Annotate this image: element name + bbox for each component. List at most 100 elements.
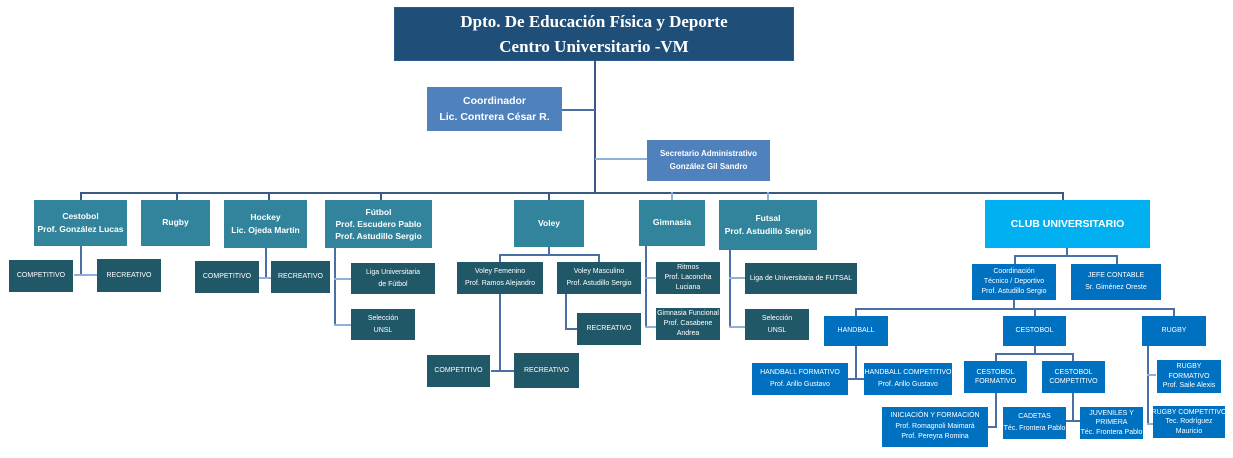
- juveniles-line1: JUVENILES Y: [1089, 409, 1134, 417]
- cestobol-formativo-node: CESTOBOL FORMATIVO: [964, 361, 1027, 393]
- connector-club-coord-drop: [1014, 255, 1016, 264]
- connector-drop-club: [1062, 192, 1064, 200]
- connector-mas-h: [565, 328, 578, 330]
- club-coordinacion-line2: Técnico / Deportivo: [983, 277, 1045, 285]
- connector-cestobol-club-drop: [1034, 308, 1036, 316]
- root-department-node: Dpto. De Educación Física y Deporte Cent…: [394, 7, 794, 61]
- rugby-competitivo-coach-line1: Tec. Rodríguez: [1165, 418, 1213, 426]
- cestobol-competitivo-line2: COMPETITIVO: [1049, 378, 1098, 385]
- connector-drop-rugby: [176, 192, 178, 200]
- voley-femenino-node: Voley Femenino Prof. Ramos Alejandro: [457, 262, 543, 294]
- root-title-line1: Dpto. De Educación Física y Deporte: [460, 11, 728, 31]
- iniciacion-title: INICIACIÓN Y FORMACIÓN: [890, 412, 980, 420]
- connector-drop-gimnasia: [671, 192, 673, 200]
- club-rugby-node: RUGBY: [1142, 316, 1206, 346]
- futsal-seleccion-line2: UNSL: [767, 326, 787, 334]
- connector-cest-comp-v: [1072, 393, 1074, 421]
- futbol-coach-2: Prof. Astudillo Sergio: [335, 231, 422, 242]
- hockey-coach: Lic. Ojeda Martín: [231, 225, 300, 235]
- secretario-node: Secretario Administrativo González Gil S…: [647, 140, 770, 181]
- connector-voley-mas-drop: [598, 254, 600, 262]
- connector-gim-h1: [645, 277, 657, 279]
- hockey-recreativo-node: RECREATIVO: [271, 261, 330, 293]
- futbol-liga-line2: de Fútbol: [378, 280, 408, 288]
- connector-cest-v: [1034, 346, 1036, 354]
- connector-cest-comp-drop: [1072, 353, 1074, 361]
- cestobol-competitivo-line1: CESTOBOL: [1054, 368, 1093, 376]
- secretario-role: Secretario Administrativo: [659, 149, 758, 159]
- ritmos-coach-line2: Luciana: [675, 284, 701, 292]
- hockey-node: Hockey Lic. Ojeda Martín: [224, 200, 307, 248]
- rugby-competitivo-node: RUGBY COMPETITIVO Tec. Rodríguez Maurici…: [1152, 406, 1226, 438]
- futsal-node: Futsal Prof. Astudillo Sergio: [719, 200, 817, 250]
- iniciacion-coach-2: Prof. Pereyra Romina: [901, 433, 969, 441]
- root-title-line2: Centro Universitario -VM: [499, 37, 689, 56]
- rugby-competitivo-coach-line2: Mauricio: [1175, 427, 1203, 435]
- connector-drop-futsal: [767, 192, 769, 200]
- futbol-liga-line1: Liga Universitaria: [365, 268, 421, 276]
- club-cestobol-node: CESTOBOL: [1003, 316, 1066, 346]
- connector-cestobol-h: [74, 274, 97, 276]
- cestobol-competitivo-label: COMPETITIVO: [16, 272, 66, 280]
- club-contable-role: JEFE CONTABLE: [1087, 272, 1145, 280]
- voley-femenino-recreativo-label: RECREATIVO: [524, 366, 569, 374]
- cadetas-node: CADETAS Téc. Frontera Pablo: [1003, 407, 1066, 439]
- cestobol-formativo-line1: CESTOBOL: [976, 368, 1015, 376]
- club-contable-node: JEFE CONTABLE Sr. Giménez Oreste: [1071, 264, 1161, 300]
- connector-coord-v: [1013, 300, 1015, 309]
- connector-futbol-h2: [334, 324, 351, 326]
- connector-mas-v: [565, 293, 567, 329]
- voley-femenino-competitivo-node: COMPETITIVO: [427, 355, 490, 387]
- handball-formativo-node: HANDBALL FORMATIVO Prof. Arillo Gustavo: [752, 363, 848, 395]
- connector-handball-drop: [855, 308, 857, 316]
- hockey-competitivo-node: COMPETITIVO: [195, 261, 259, 293]
- iniciacion-coach-1: Prof. Romagnoli Maimará: [895, 422, 975, 430]
- voley-masculino-title: Voley Masculino: [573, 268, 625, 276]
- connector-coordinador: [562, 109, 595, 111]
- connector-drop-hockey: [268, 192, 270, 200]
- voley-masculino-coach: Prof. Astudillo Sergio: [566, 280, 632, 287]
- rugby-formativo-line1: RUGBY: [1176, 363, 1202, 371]
- connector-cest-form-h: [988, 426, 997, 428]
- coordinador-role: Coordinador: [463, 94, 526, 107]
- cadetas-title: CADETAS: [1018, 413, 1051, 421]
- futsal-seleccion-line1: Selección: [761, 314, 793, 322]
- connector-trunk: [594, 61, 596, 193]
- connector-voley-fem-drop: [499, 254, 501, 262]
- hockey-competitivo-label: COMPETITIVO: [202, 273, 252, 281]
- futbol-coach-1: Prof. Escudero Pablo: [335, 218, 422, 229]
- connector-fem-v: [499, 293, 501, 371]
- connector-rugby-h2: [1147, 423, 1154, 425]
- club-coordinacion-line1: Coordinación: [993, 267, 1035, 275]
- connector-cest-form-v: [995, 393, 997, 427]
- cestobol-competitivo-club-node: CESTOBOL COMPETITIVO: [1042, 361, 1105, 393]
- gimnasia-node: Gimnasia: [639, 200, 705, 246]
- handball-formativo-coach: Prof. Arillo Gustavo: [770, 381, 830, 388]
- funcional-coach-line2: Andrea: [676, 330, 700, 338]
- rugby-node: Rugby: [141, 200, 210, 246]
- connector-futbol-h1: [334, 278, 351, 280]
- coordinador-node: Coordinador Lic. Contrera César R.: [427, 87, 562, 131]
- futbol-title: Fútbol: [365, 206, 392, 217]
- connector-drop-cestobol: [80, 192, 82, 200]
- ritmos-coach-line1: Prof. Laconcha: [664, 273, 712, 281]
- connector-voley-v: [548, 247, 550, 255]
- voley-masculino-node: Voley Masculino Prof. Astudillo Sergio: [557, 262, 641, 294]
- rugby-formativo-node: RUGBY FORMATIVO Prof. Saile Alexis: [1157, 360, 1221, 393]
- connector-hockey-h: [259, 277, 272, 279]
- cestobol-coach: Prof. González Lucas: [37, 224, 124, 234]
- futsal-seleccion-node: Selección UNSL: [745, 309, 809, 340]
- club-handball-title: HANDBALL: [837, 327, 875, 335]
- cadetas-coach: Téc. Frontera Pablo: [1003, 425, 1066, 432]
- gimnasia-title: Gimnasia: [652, 217, 692, 228]
- handball-competitivo-coach: Prof. Arillo Gustavo: [878, 381, 938, 388]
- funcional-title: Gimnasia Funcional: [657, 309, 719, 317]
- connector-cest-form-drop: [995, 353, 997, 361]
- futsal-liga-node: Liga de Universitaria de FUTSAL: [745, 263, 857, 294]
- cestobol-recreativo-node: RECREATIVO: [97, 259, 161, 292]
- connector-drop-voley: [548, 192, 550, 200]
- futbol-seleccion-line1: Selección: [367, 314, 399, 322]
- club-coordinacion-node: Coordinación Técnico / Deportivo Prof. A…: [972, 264, 1056, 300]
- voley-node: Voley: [514, 200, 584, 247]
- connector-futsal-h2: [729, 326, 745, 328]
